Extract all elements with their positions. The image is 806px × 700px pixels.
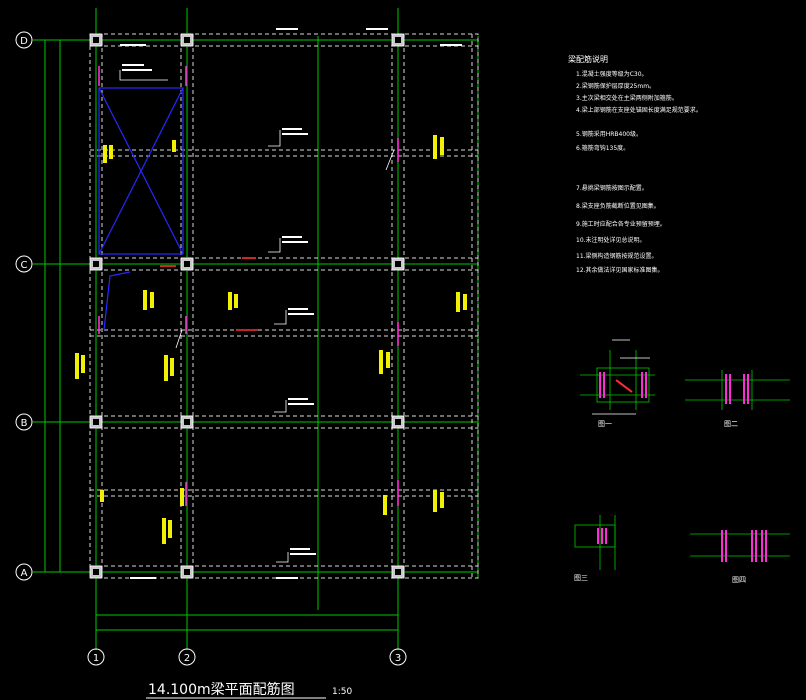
landing-outline (103, 271, 131, 331)
beam-outline (89, 33, 479, 579)
note-line: 6.箍筋弯钩135度。 (576, 144, 629, 152)
note-line: 8.梁支座负筋截断位置见图集。 (576, 202, 660, 210)
grid-lines (33, 8, 479, 650)
note-line: 2.梁钢筋保护层厚度25mm。 (576, 82, 655, 90)
axis-bubble-C (15, 255, 33, 273)
axis-bubble-D (15, 31, 33, 49)
detail-4: 图四 (690, 530, 790, 584)
detail-1: 图一 (580, 339, 655, 428)
annotations (75, 135, 467, 544)
leader-lines (119, 70, 395, 563)
axis-label-B: B (21, 418, 28, 429)
note-line: 11.梁侧构造钢筋按规范设置。 (576, 252, 658, 260)
detail-2-label: 图二 (724, 420, 738, 428)
detail-4-label: 图四 (732, 576, 746, 584)
note-line: 10.未注明处详见总说明。 (576, 236, 646, 244)
axis-label-3: 3 (395, 653, 401, 664)
axis-bubble-B (15, 413, 33, 431)
drawing-scale: 1:50 (332, 687, 352, 697)
note-line: 1.混凝土强度等级为C30。 (576, 70, 648, 78)
note-line: 7.悬挑梁钢筋按图示配置。 (576, 184, 648, 192)
drawing-title: 14.100m梁平面配筋图 (148, 681, 295, 698)
axis-bubble-1 (87, 648, 105, 666)
small-text-marks (120, 28, 462, 579)
stair-frame (98, 87, 184, 255)
notes-block: 梁配筋说明 1.混凝土强度等级为C30。 2.梁钢筋保护层厚度25mm。 3.主… (568, 54, 702, 274)
axis-bubbles-cols (87, 648, 407, 666)
beams (89, 33, 479, 579)
notes-heading: 梁配筋说明 (568, 54, 608, 64)
axis-label-C: C (21, 260, 28, 271)
axis-label-1: 1 (93, 653, 99, 664)
axis-bubble-A (15, 563, 33, 581)
rebar-marks (98, 66, 399, 506)
detail-3: 图三 (574, 515, 616, 582)
detail-3-label: 图三 (574, 574, 588, 582)
detail-1-label: 图一 (598, 420, 612, 428)
axis-label-2: 2 (184, 653, 190, 664)
note-line: 12.其余做法详见国家标准图集。 (576, 266, 664, 274)
axis-bubble-2 (178, 648, 196, 666)
note-line: 9.施工时应配合各专业预留预埋。 (576, 220, 666, 228)
stair-opening (98, 87, 184, 331)
note-line: 3.主次梁相交处在主梁两侧附加箍筋。 (576, 94, 678, 102)
axis-bubble-3 (389, 648, 407, 666)
stair-cross-2 (98, 87, 184, 255)
axis-label-D: D (20, 36, 28, 47)
axis-bubbles-rows (15, 31, 33, 581)
detail-2: 图二 (685, 370, 790, 428)
note-line: 4.梁上部钢筋在支座处锚固长度满足规范要求。 (576, 106, 702, 114)
axis-label-A: A (21, 568, 28, 579)
note-line: 5.钢筋采用HRB400级。 (576, 130, 642, 138)
